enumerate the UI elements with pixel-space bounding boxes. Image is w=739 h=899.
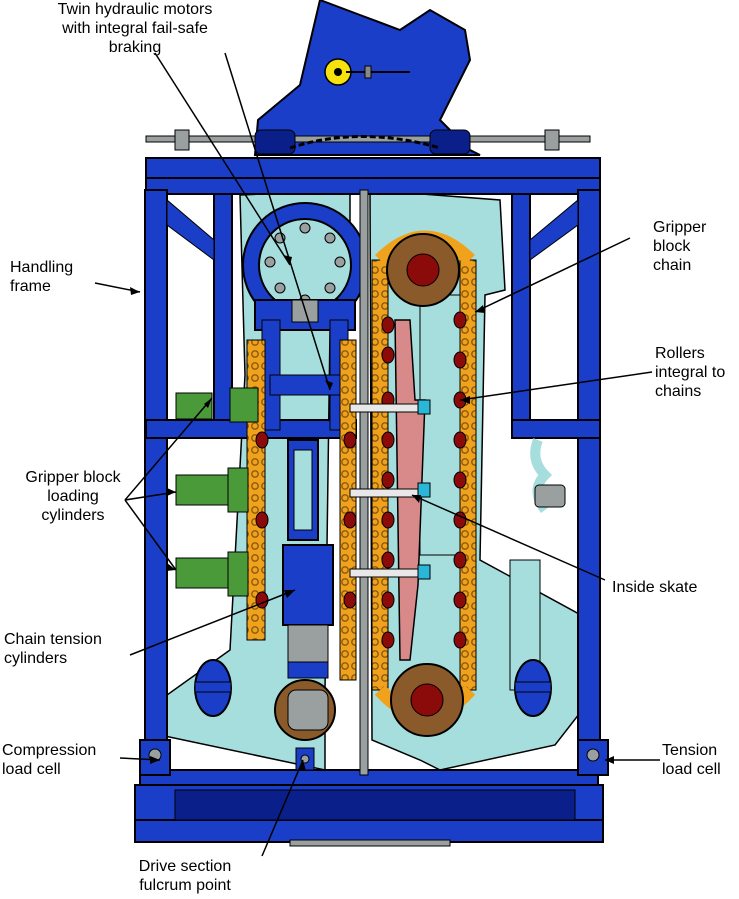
- chain-rollers: [255, 311, 467, 649]
- label-drive-section-fulcrum: Drive section fulcrum point: [138, 858, 232, 894]
- label-hydraulic-motors: Twin hydraulic motors with integral fail…: [57, 1, 213, 56]
- leader-arrowheads: [130, 255, 614, 771]
- accumulators: [194, 659, 552, 717]
- top-rail: [145, 129, 591, 155]
- label-handling-frame: Handling frame: [10, 259, 74, 295]
- label-compression-load-cell: Compression load cell: [2, 742, 97, 778]
- label-tension-load-cell: Tension load cell: [662, 742, 721, 778]
- center-pipe: [359, 189, 369, 776]
- chain-tension-cylinder: [282, 439, 334, 731]
- label-gripper-block-chain: Gripper block chain: [653, 219, 707, 274]
- label-rollers: Rollers integral to chains: [655, 345, 726, 400]
- load-cells: [139, 739, 609, 776]
- hose-fitting: [530, 438, 566, 513]
- label-inside-skate: Inside skate: [612, 579, 698, 596]
- label-gripper-loading-cylinders: Gripper block loading cylinders: [25, 469, 121, 524]
- handling-frame: [134, 157, 604, 847]
- leader-lines: [94, 52, 660, 857]
- label-chain-tension-cylinders: Chain tension cylinders: [4, 631, 102, 667]
- inside-skate: [349, 319, 431, 661]
